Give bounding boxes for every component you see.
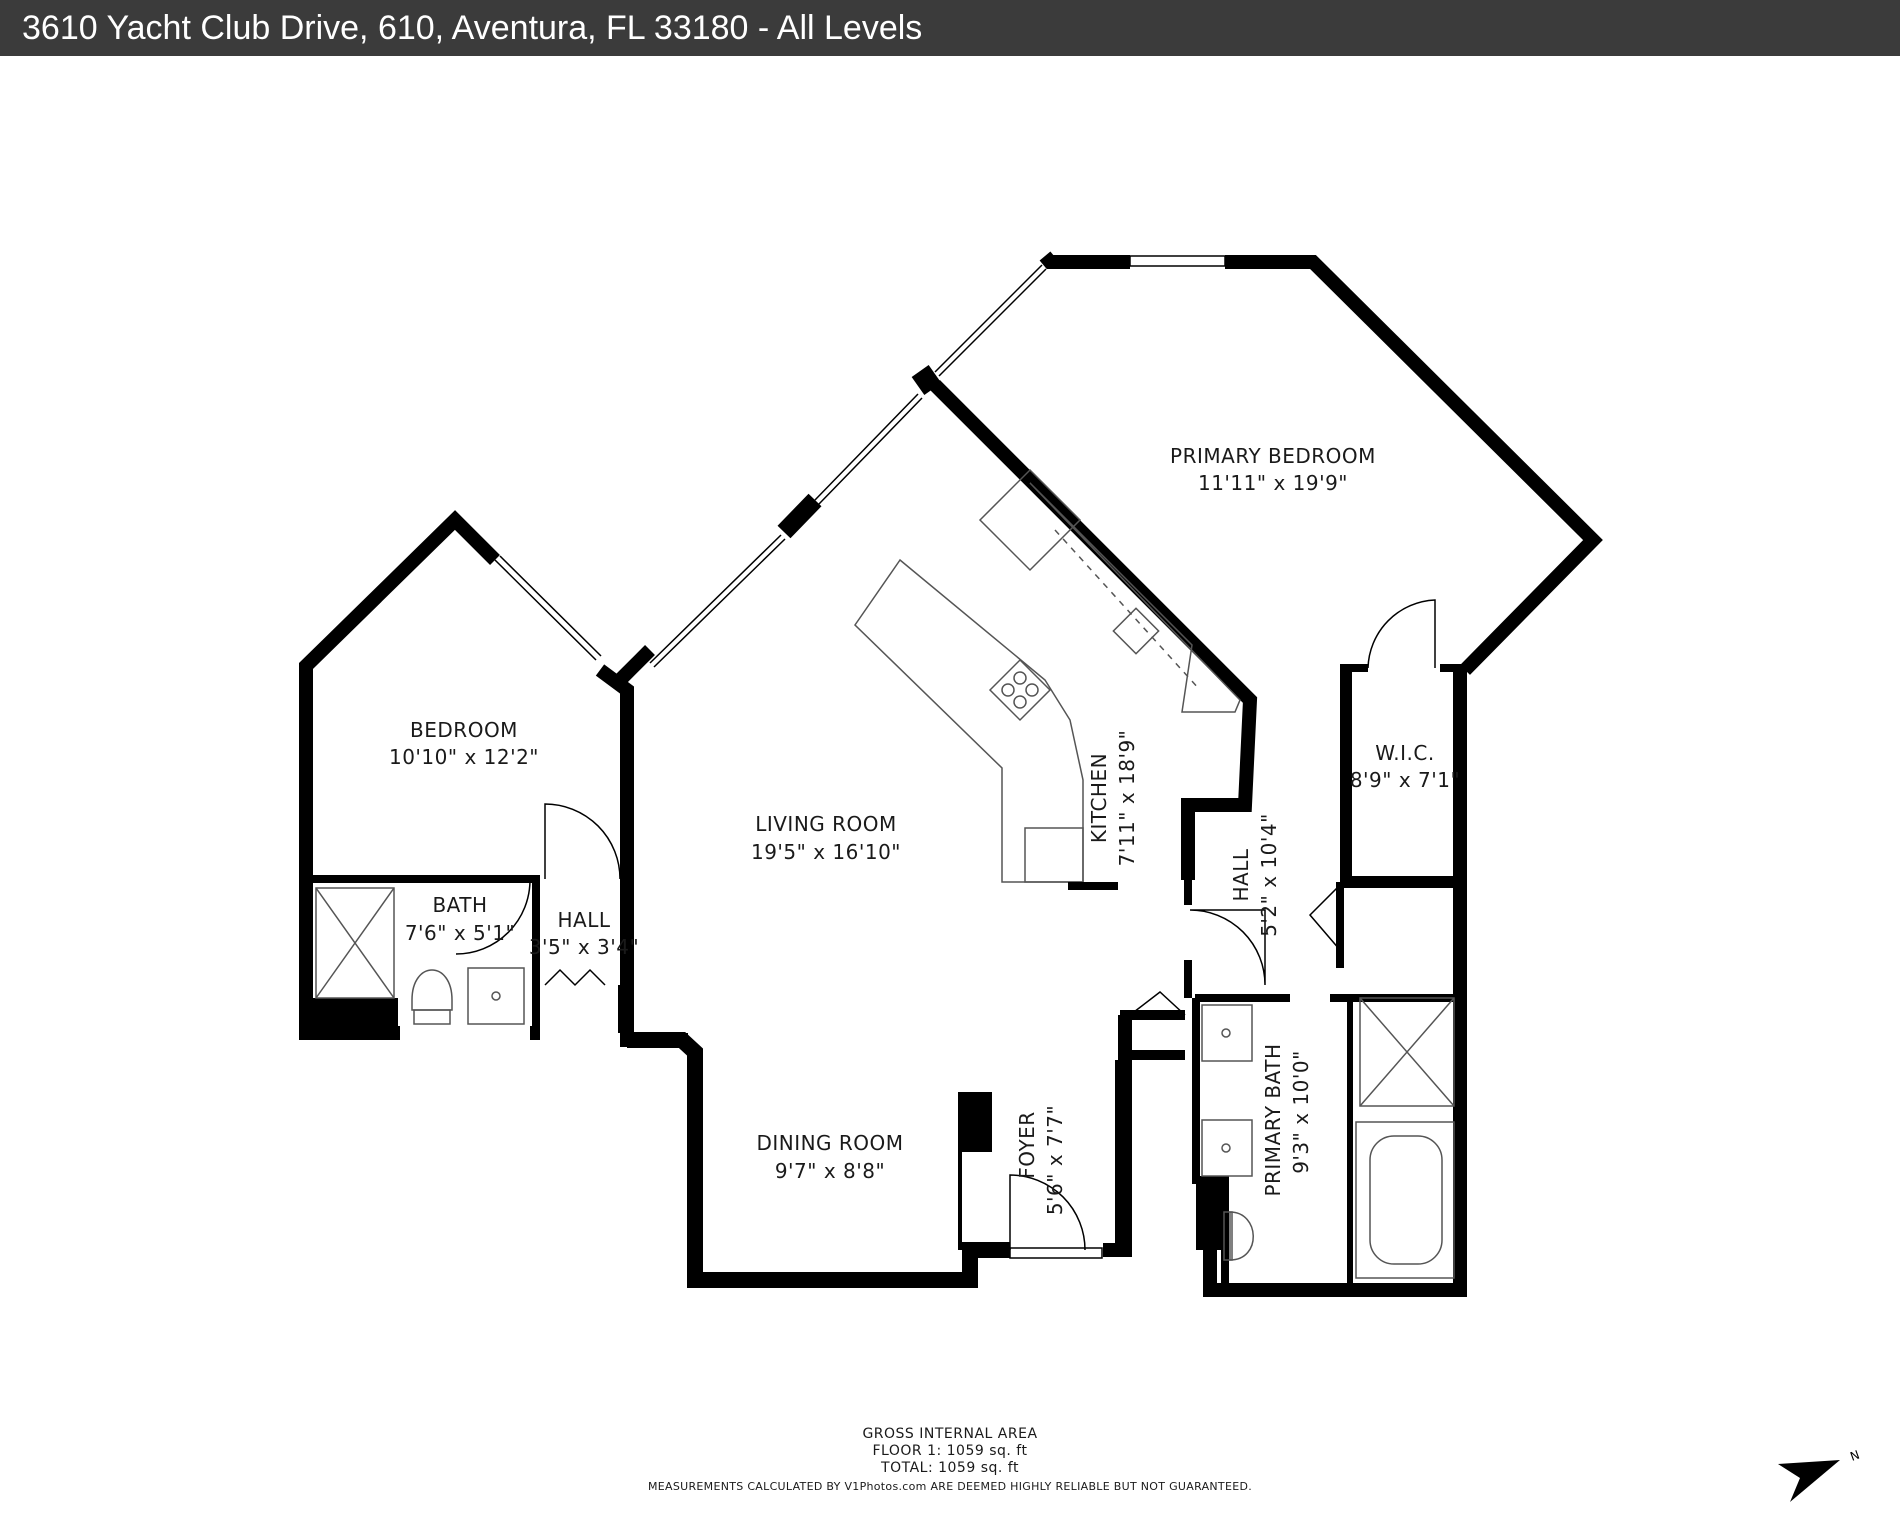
living-window-1 <box>649 534 786 668</box>
bedroom-name: BEDROOM <box>410 718 518 742</box>
north-label: N <box>1848 1448 1861 1464</box>
dining-room-dims: 9'7" x 8'8" <box>775 1159 885 1183</box>
bath-sink-icon <box>467 967 525 1025</box>
doors <box>455 599 1436 1259</box>
wic-dims: 8'9" x 7'1" <box>1350 768 1460 792</box>
bath-dims: 7'6" x 5'1" <box>405 921 515 945</box>
primary-bedroom-wall <box>1039 251 1603 675</box>
primary-bath-block <box>1196 1180 1224 1250</box>
east-wall <box>1203 668 1467 1297</box>
kitchen-sink-icon <box>1112 607 1160 655</box>
fridge-box <box>978 468 1082 572</box>
living-north-wall <box>615 645 655 685</box>
kitchen-dims: 7'11" x 18'9" <box>1115 730 1139 867</box>
primary-sink-icon-2 <box>1201 1119 1253 1177</box>
primary-bath-dims: 9'3" x 10'0" <box>1289 1050 1313 1174</box>
cooktop-icon <box>988 658 1052 722</box>
hall-east-walls <box>1184 805 1344 998</box>
bath-fixtures <box>315 887 1455 1279</box>
primary-window-1 <box>934 264 1047 377</box>
foyer-closet-block <box>958 1092 992 1152</box>
kitchen-counter <box>1029 482 1241 713</box>
kitchen-fixtures <box>854 468 1241 890</box>
bath-name: BATH <box>432 893 487 917</box>
primary-bath-name: PRIMARY BATH <box>1261 1043 1285 1196</box>
hall-west-name: HALL <box>557 908 610 932</box>
disclaimer-text: MEASUREMENTS CALCULATED BY V1Photos.com … <box>647 1480 1253 1493</box>
primary-window-2 <box>1129 255 1226 267</box>
foyer-dims: 5'6" x 7'7" <box>1043 1105 1067 1215</box>
wic-door <box>1367 599 1436 669</box>
primary-bedroom-dims: 11'11" x 19'9" <box>1198 471 1348 495</box>
toilet-icon <box>411 969 453 1025</box>
hall-east-name: HALL <box>1229 848 1253 901</box>
hall-closet-door <box>1308 884 1341 951</box>
foyer-door <box>1009 1174 1086 1251</box>
room-labels: PRIMARY BEDROOM 11'11" x 19'9" BEDROOM 1… <box>389 444 1460 1215</box>
entry-threshold <box>1009 1247 1103 1259</box>
dining-west-wall <box>627 1032 1010 1288</box>
bath-door <box>455 879 531 955</box>
closet-door <box>1129 991 1186 1016</box>
kitchen-wall-end <box>1068 882 1118 890</box>
bedroom-wall <box>299 510 500 1040</box>
floor-area: FLOOR 1: 1059 sq. ft <box>872 1443 1028 1459</box>
hall-east-dims: 5'2" x 10'4" <box>1257 813 1281 937</box>
primary-bath-wall <box>1192 994 1460 1290</box>
primary-toilet-icon <box>1223 1211 1254 1261</box>
bedroom-dims: 10'10" x 12'2" <box>389 745 539 769</box>
living-corner-seg <box>911 365 942 395</box>
island-seat <box>1024 827 1084 883</box>
primary-sink-icon-1 <box>1201 1004 1253 1062</box>
foyer-name: FOYER <box>1015 1111 1039 1178</box>
dining-room-name: DINING ROOM <box>756 1131 903 1155</box>
total-area: TOTAL: 1059 sq. ft <box>881 1460 1019 1476</box>
area-summary: GROSS INTERNAL AREA FLOOR 1: 1059 sq. ft… <box>550 1426 1350 1497</box>
kitchen-name: KITCHEN <box>1087 753 1111 843</box>
bath-corner-block <box>300 998 398 1040</box>
bath-shower-icon <box>315 887 395 999</box>
primary-shower-icon <box>1359 997 1455 1107</box>
counter-dashed <box>1054 529 1201 691</box>
bedroom-east-wall <box>595 664 634 1040</box>
living-room-dims: 19'5" x 16'10" <box>751 840 901 864</box>
living-window-2 <box>814 393 923 505</box>
page-title: 3610 Yacht Club Drive, 610, Aventura, FL… <box>0 0 1900 56</box>
living-wall-seg <box>777 493 822 539</box>
primary-bedroom-name: PRIMARY BEDROOM <box>1170 444 1376 468</box>
gross-area-heading: GROSS INTERNAL AREA <box>862 1426 1038 1442</box>
bedroom-door <box>544 803 621 880</box>
hall-west-door <box>544 968 606 987</box>
windows <box>494 255 1226 668</box>
hall-door <box>1189 909 1266 986</box>
bathtub-icon <box>1355 1121 1455 1279</box>
north-arrow-icon: N <box>1778 1448 1861 1502</box>
hall-west-dims: 3'5" x 3'4" <box>529 935 639 959</box>
wic-name: W.I.C. <box>1375 741 1434 765</box>
bedroom-window <box>494 555 602 661</box>
living-room-name: LIVING ROOM <box>755 812 897 836</box>
